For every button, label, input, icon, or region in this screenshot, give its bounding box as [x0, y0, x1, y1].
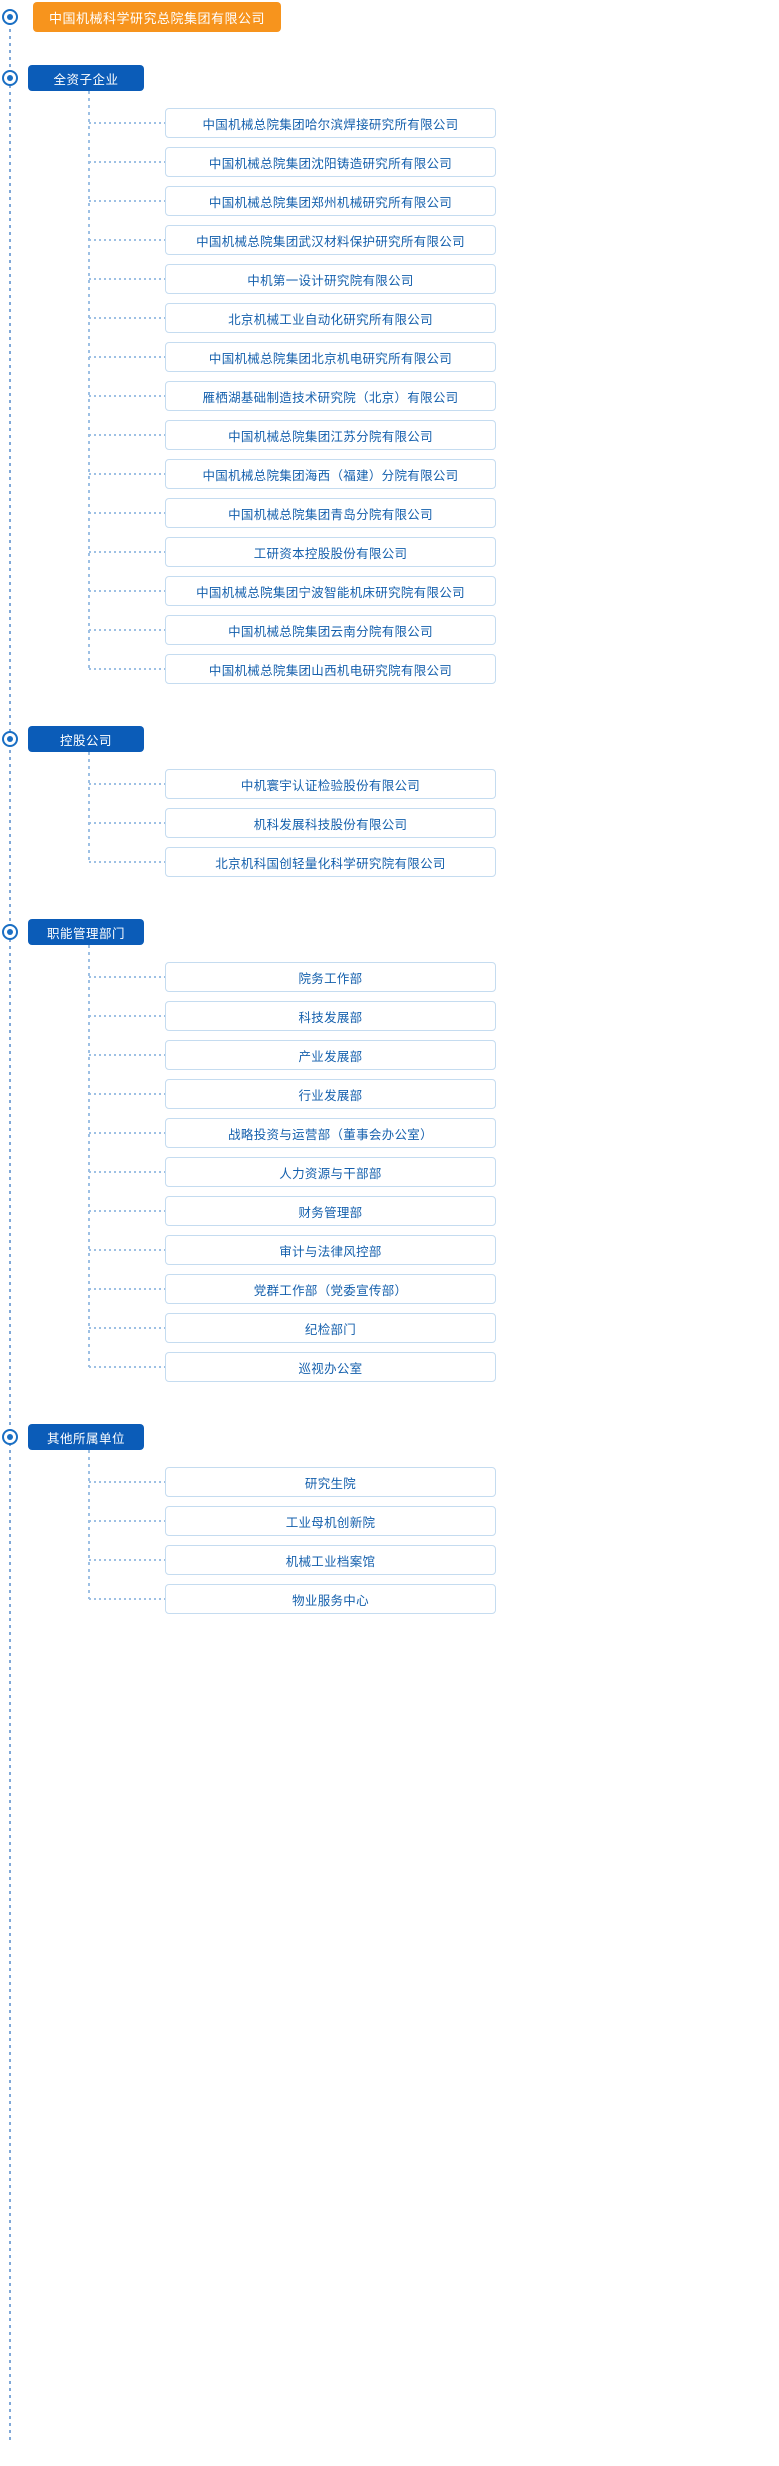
item-connector — [89, 1288, 165, 1290]
org-item[interactable]: 工业母机创新院 — [165, 1506, 496, 1536]
item-connector — [89, 473, 165, 475]
item-connector — [89, 1093, 165, 1095]
item-connector — [89, 356, 165, 358]
branch-dotted-line — [88, 1450, 90, 1599]
org-item[interactable]: 党群工作部（党委宣传部） — [165, 1274, 496, 1304]
item-connector — [89, 1327, 165, 1329]
org-item[interactable]: 院务工作部 — [165, 962, 496, 992]
item-connector — [89, 239, 165, 241]
item-connector — [89, 1481, 165, 1483]
org-item[interactable]: 纪检部门 — [165, 1313, 496, 1343]
org-item[interactable]: 机械工业档案馆 — [165, 1545, 496, 1575]
item-connector — [89, 976, 165, 978]
org-item[interactable]: 中国机械总院集团沈阳铸造研究所有限公司 — [165, 147, 496, 177]
item-connector — [89, 629, 165, 631]
item-connector — [89, 822, 165, 824]
item-connector — [89, 861, 165, 863]
org-item[interactable]: 物业服务中心 — [165, 1584, 496, 1614]
item-connector — [89, 161, 165, 163]
branch-dotted-line — [88, 945, 90, 1367]
branch-dotted-line — [88, 752, 90, 862]
item-connector — [89, 1559, 165, 1561]
org-item[interactable]: 战略投资与运营部（董事会办公室） — [165, 1118, 496, 1148]
group-label[interactable]: 控股公司 — [28, 726, 144, 752]
org-item[interactable]: 研究生院 — [165, 1467, 496, 1497]
item-connector — [89, 122, 165, 124]
org-item[interactable]: 中国机械总院集团青岛分院有限公司 — [165, 498, 496, 528]
item-connector — [89, 1171, 165, 1173]
group-marker-3 — [2, 924, 18, 940]
org-item[interactable]: 中国机械总院集团哈尔滨焊接研究所有限公司 — [165, 108, 496, 138]
org-item[interactable]: 中国机械总院集团江苏分院有限公司 — [165, 420, 496, 450]
group-label[interactable]: 职能管理部门 — [28, 919, 144, 945]
item-connector — [89, 590, 165, 592]
group-marker-4 — [2, 1429, 18, 1445]
org-item[interactable]: 中国机械总院集团北京机电研究所有限公司 — [165, 342, 496, 372]
org-item[interactable]: 中机第一设计研究院有限公司 — [165, 264, 496, 294]
org-item[interactable]: 产业发展部 — [165, 1040, 496, 1070]
item-connector — [89, 1015, 165, 1017]
org-item[interactable]: 巡视办公室 — [165, 1352, 496, 1382]
org-item[interactable]: 雁栖湖基础制造技术研究院（北京）有限公司 — [165, 381, 496, 411]
org-item[interactable]: 中国机械总院集团云南分院有限公司 — [165, 615, 496, 645]
item-connector — [89, 200, 165, 202]
item-connector — [89, 1054, 165, 1056]
item-connector — [89, 512, 165, 514]
org-item[interactable]: 北京机科国创轻量化科学研究院有限公司 — [165, 847, 496, 877]
root-node-marker — [2, 9, 18, 25]
branch-dotted-line — [88, 91, 90, 669]
item-connector — [89, 1366, 165, 1368]
item-connector — [89, 783, 165, 785]
org-item[interactable]: 科技发展部 — [165, 1001, 496, 1031]
org-item[interactable]: 中机寰宇认证检验股份有限公司 — [165, 769, 496, 799]
org-item[interactable]: 中国机械总院集团武汉材料保护研究所有限公司 — [165, 225, 496, 255]
item-connector — [89, 1132, 165, 1134]
item-connector — [89, 1249, 165, 1251]
trunk-dotted-line — [9, 22, 11, 2442]
group-label[interactable]: 其他所属单位 — [28, 1424, 144, 1450]
org-item[interactable]: 中国机械总院集团郑州机械研究所有限公司 — [165, 186, 496, 216]
item-connector — [89, 317, 165, 319]
group-label[interactable]: 全资子企业 — [28, 65, 144, 91]
org-item[interactable]: 中国机械总院集团海西（福建）分院有限公司 — [165, 459, 496, 489]
item-connector — [89, 1598, 165, 1600]
org-item[interactable]: 财务管理部 — [165, 1196, 496, 1226]
item-connector — [89, 551, 165, 553]
org-item[interactable]: 中国机械总院集团宁波智能机床研究院有限公司 — [165, 576, 496, 606]
org-item[interactable]: 行业发展部 — [165, 1079, 496, 1109]
root-node[interactable]: 中国机械科学研究总院集团有限公司 — [33, 2, 282, 32]
item-connector — [89, 1210, 165, 1212]
item-connector — [89, 668, 165, 670]
item-connector — [89, 434, 165, 436]
org-item[interactable]: 机科发展科技股份有限公司 — [165, 808, 496, 838]
group-marker-2 — [2, 731, 18, 747]
org-item[interactable]: 工研资本控股股份有限公司 — [165, 537, 496, 567]
org-item[interactable]: 审计与法律风控部 — [165, 1235, 496, 1265]
org-item[interactable]: 北京机械工业自动化研究所有限公司 — [165, 303, 496, 333]
item-connector — [89, 278, 165, 280]
group-marker-1 — [2, 70, 18, 86]
org-item[interactable]: 人力资源与干部部 — [165, 1157, 496, 1187]
item-connector — [89, 1520, 165, 1522]
item-connector — [89, 395, 165, 397]
org-item[interactable]: 中国机械总院集团山西机电研究院有限公司 — [165, 654, 496, 684]
